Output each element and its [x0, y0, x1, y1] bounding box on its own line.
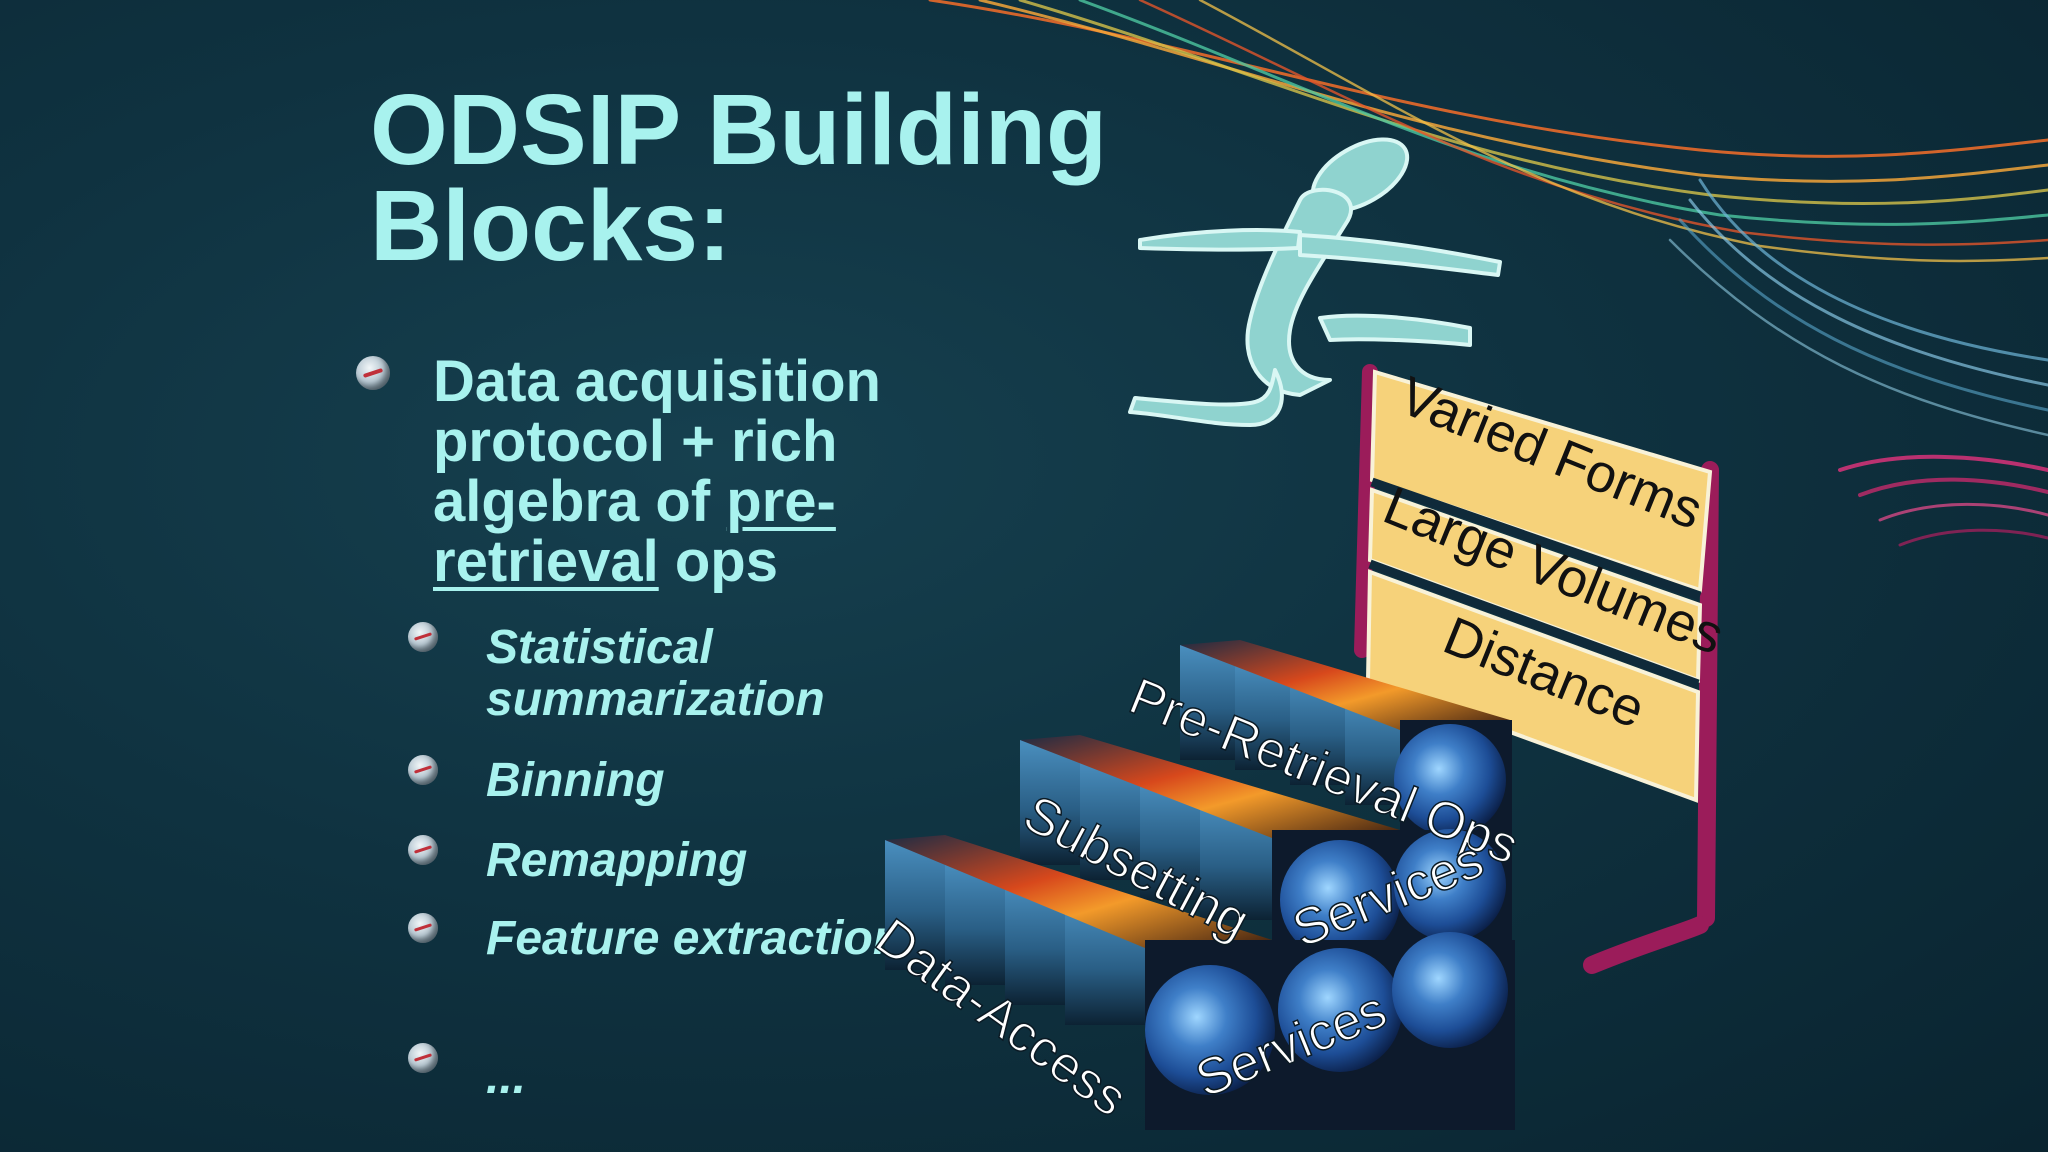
- bullet-icon: [356, 356, 390, 390]
- title-line-1: ODSIP Building: [370, 74, 1108, 186]
- bullet-line-3: algebra of: [433, 469, 727, 534]
- sub-bullet-icon: [408, 622, 438, 652]
- sub-bullet-icon: [408, 755, 438, 785]
- bullet-line-1: Data acquisition: [433, 349, 881, 414]
- sub-bullet-feature-extraction: Feature extraction: [486, 912, 903, 965]
- jumping-figure: [1128, 137, 1502, 427]
- underlined-pre: pre-: [726, 469, 836, 534]
- cube-steps: [885, 640, 1515, 1130]
- hurdle: [1354, 364, 1719, 974]
- sub-bullet-icon: [408, 913, 438, 943]
- sub-bullet-statistical: Statistical summarization: [486, 621, 825, 726]
- sub-bullet-remapping: Remapping: [486, 834, 748, 887]
- sub-bullet-binning: Binning: [486, 754, 665, 807]
- underlined-retrieval: retrieval: [433, 529, 659, 594]
- sub-bullet-icon: [408, 835, 438, 865]
- title-line-2: Blocks:: [370, 170, 732, 282]
- cube-row-bottom: [885, 835, 1515, 1130]
- bullet-ops: ops: [658, 529, 778, 594]
- sub-bullet-icon: [408, 1043, 438, 1073]
- sub-bullet-ellipsis: ...: [486, 1051, 527, 1104]
- slide-title: ODSIP Building Blocks:: [370, 74, 1210, 282]
- bullet-line-2: protocol + rich: [433, 409, 838, 474]
- cube-row-top: [1180, 640, 1512, 845]
- main-bullet-text: Data acquisition protocol + rich algebra…: [433, 352, 993, 592]
